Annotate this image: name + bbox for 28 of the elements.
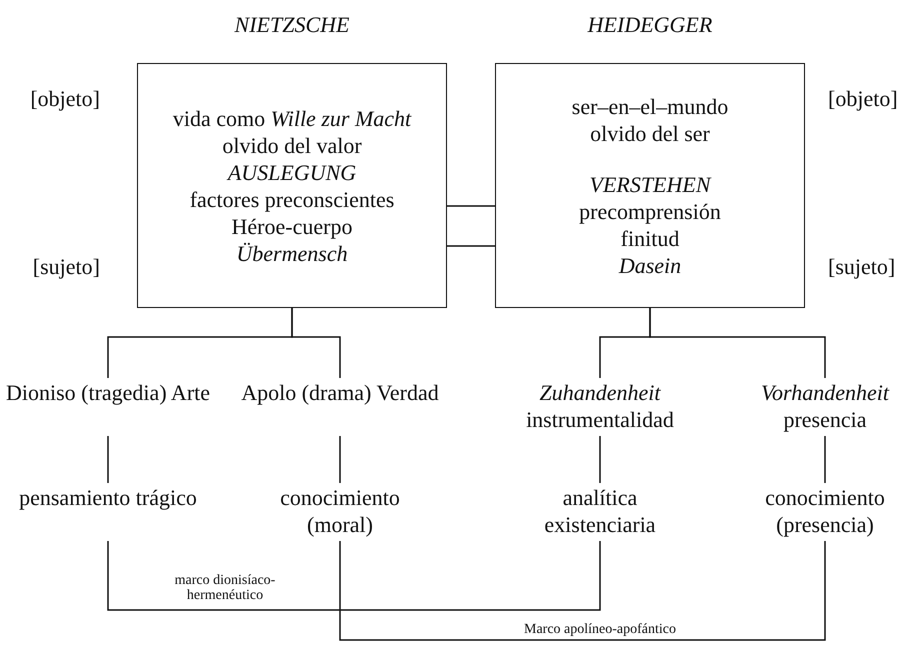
- concept-text: Übermensch: [236, 240, 348, 266]
- connector-line: [339, 434, 341, 483]
- connector-line: [599, 434, 601, 483]
- side-label: [sujeto]: [828, 254, 896, 280]
- concept-text: ser–en–el–mundo: [572, 92, 728, 120]
- connector-line: [107, 539, 601, 611]
- concept-text: olvido del ser: [590, 120, 710, 146]
- side-label: [objeto]: [828, 86, 898, 112]
- concept-text: Dasein: [618, 252, 682, 278]
- connector-line: [447, 205, 495, 207]
- concept-text: Héroe-cuerpo: [232, 212, 352, 240]
- side-label: [objeto]: [30, 86, 100, 112]
- concept-text: VERSTEHEN: [590, 170, 710, 198]
- concept-text: precomprensión: [579, 198, 721, 224]
- column-heading: HEIDEGGER: [586, 12, 714, 38]
- concept-text: factores preconscientes: [190, 186, 394, 212]
- concept-text: olvido del valor: [222, 132, 362, 158]
- connector-line: [339, 539, 826, 641]
- concept-text: vida como Wille zur Macht: [172, 104, 412, 132]
- concept-text: finitud: [620, 224, 680, 252]
- concept-text: AUSLEGUNG: [228, 158, 356, 186]
- connector-line: [107, 434, 109, 483]
- connector-line: [649, 308, 826, 378]
- connector-line: [824, 434, 826, 483]
- side-label: [sujeto]: [32, 254, 100, 280]
- connector-line: [447, 245, 495, 247]
- column-heading: NIETZSCHE: [233, 12, 350, 38]
- connector-line: [291, 308, 341, 378]
